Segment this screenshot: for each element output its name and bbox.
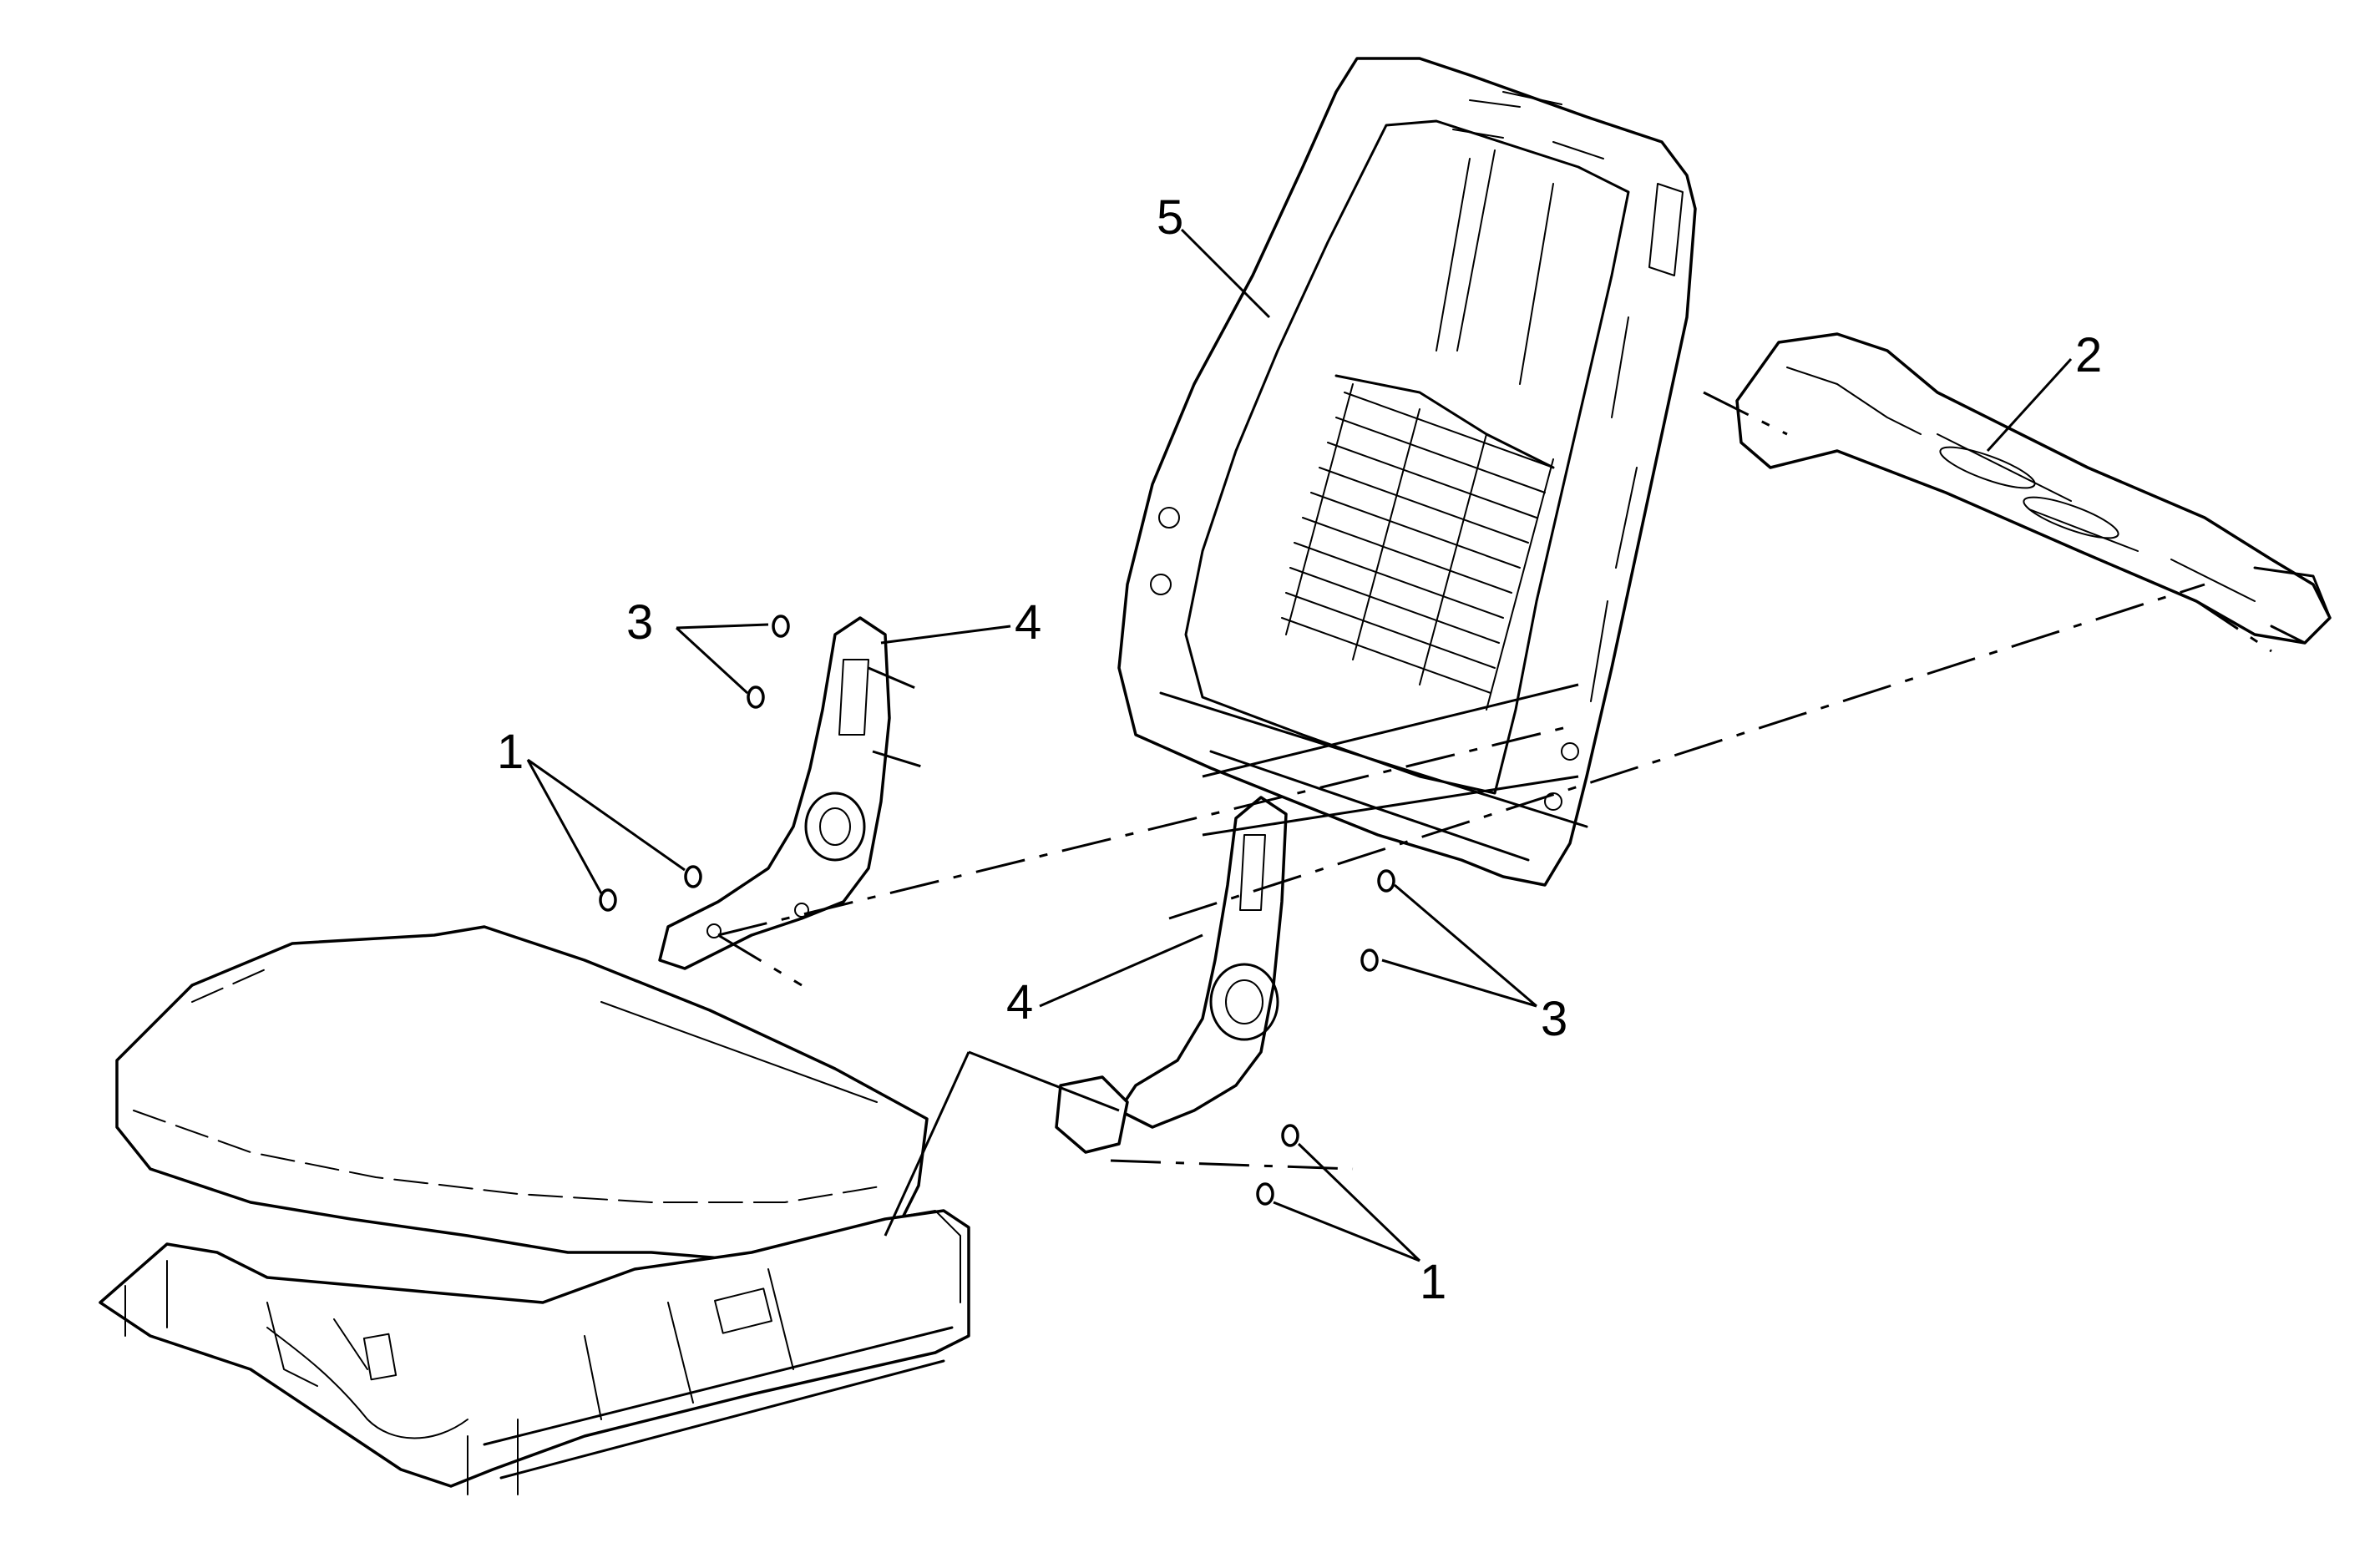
callout-2: 2 [2075,328,2102,382]
callout-3-upper: 3 [626,595,653,650]
leader-lines [526,228,2073,1262]
recliner-bracket-left [658,616,891,970]
callout-1-upper: 1 [497,725,524,779]
callout-4-lower: 4 [1006,975,1033,1029]
seat-cushion [115,925,929,1262]
seat-track-base [99,1209,970,1495]
alignment-lines [717,391,2272,1171]
recliner-bracket-right [1055,796,1288,1154]
callout-1-lower: 1 [1420,1255,1446,1309]
callout-3-lower: 3 [1541,992,1567,1046]
headrest-guide-bar [1735,332,2332,645]
callout-5: 5 [1157,190,1183,245]
callout-labels: 5 2 3 4 1 4 3 1 [497,190,2102,1309]
callout-4-upper: 4 [1015,595,1041,650]
bolts [599,615,1395,1206]
seat-back-frame [1117,57,1697,887]
